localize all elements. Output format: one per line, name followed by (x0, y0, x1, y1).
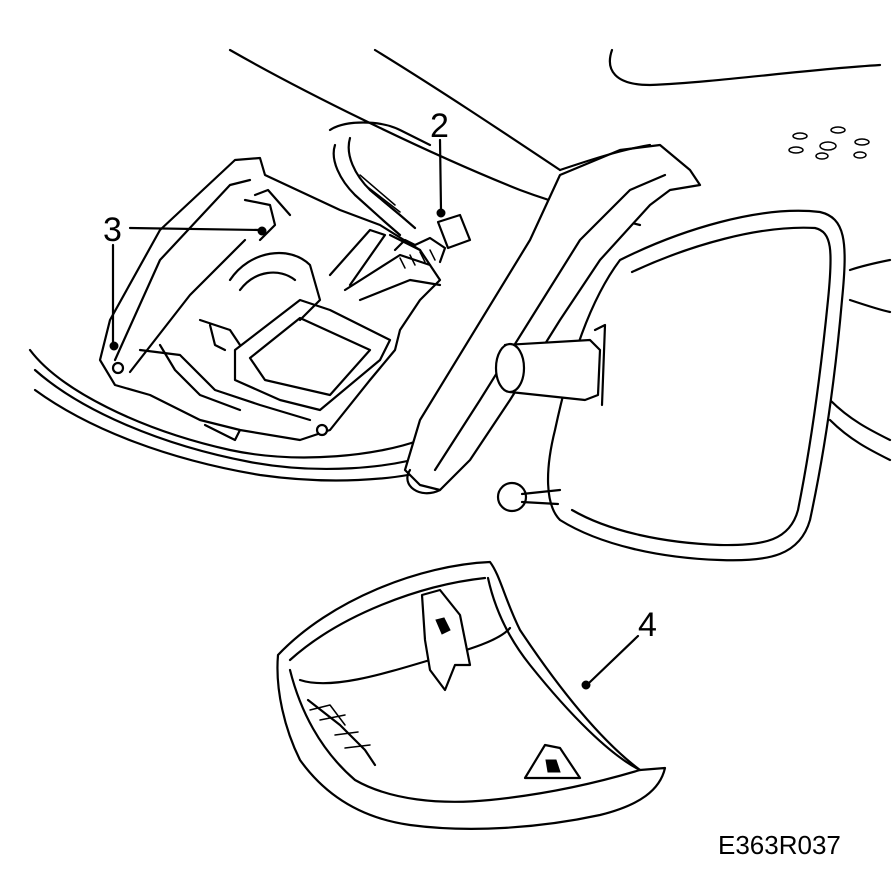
mirror-base (403, 143, 702, 495)
rear-view-mirror (494, 209, 846, 562)
callout-3-label: 3 (103, 211, 122, 249)
mirror-cover (276, 560, 667, 830)
callout-4-label: 4 (638, 606, 657, 644)
fastener-marks (788, 126, 870, 160)
console-housing (98, 156, 447, 442)
harness-connector (328, 121, 472, 250)
callout-2-label: 2 (430, 107, 449, 145)
figure-id: E363R037 (718, 830, 841, 860)
callout-leaders (109, 138, 640, 690)
